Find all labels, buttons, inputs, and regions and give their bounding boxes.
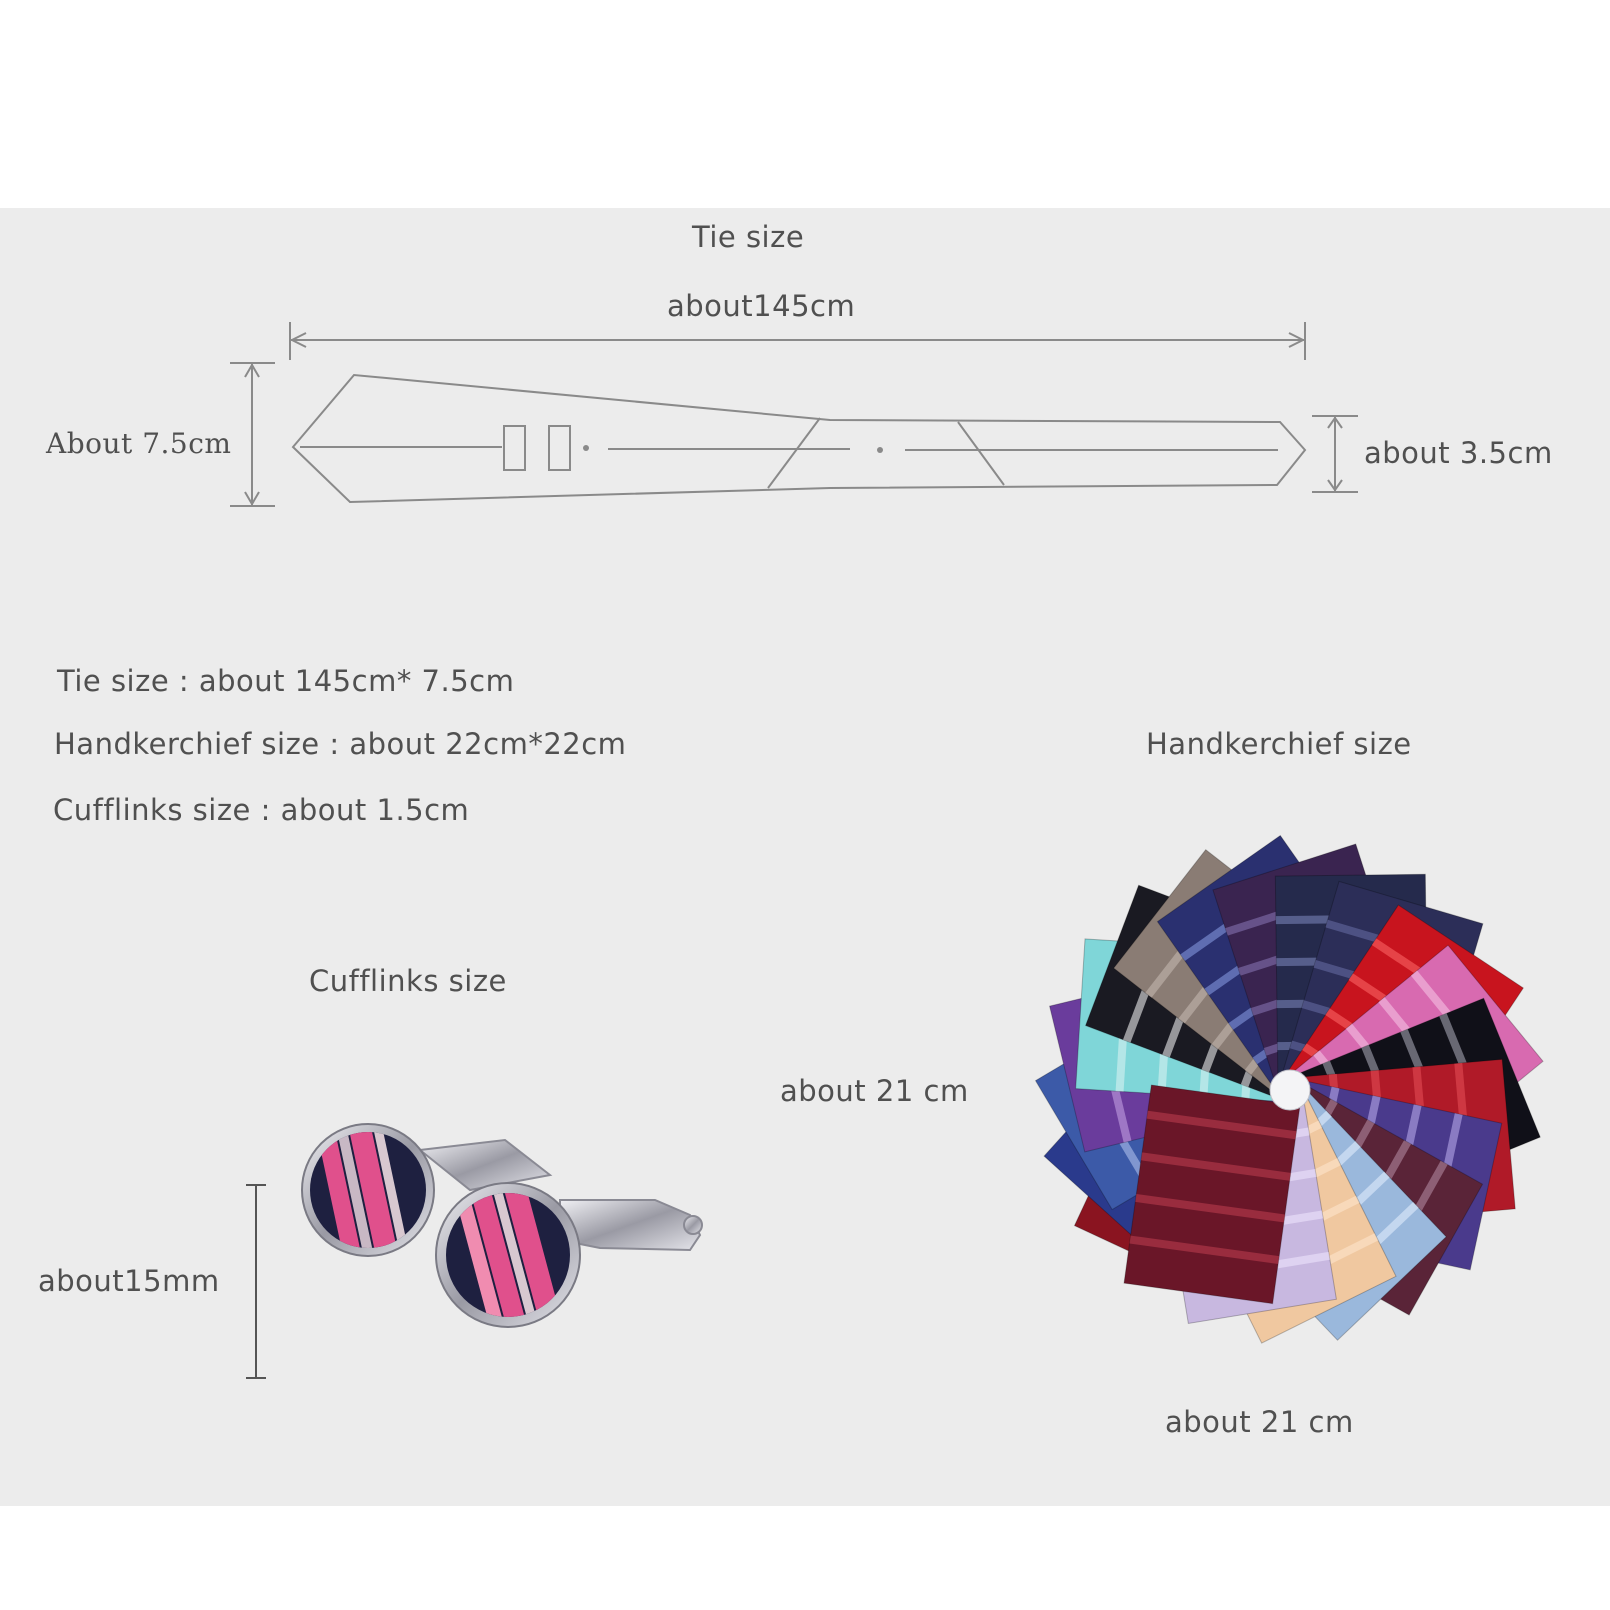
tie-title: Tie size <box>692 220 805 254</box>
tie-length-label: about145cm <box>667 289 856 323</box>
tie-outline <box>291 373 1307 504</box>
handkerchief-square <box>1123 1084 1301 1305</box>
handkerchief-bottom-label: about 21 cm <box>1165 1405 1354 1439</box>
handkerchief-title: Handkerchief size <box>1146 727 1412 761</box>
cufflinks-title: Cufflinks size <box>309 964 507 998</box>
spec-handkerchief: Handkerchief size : about 22cm*22cm <box>54 727 627 761</box>
spec-tie: Tie size : about 145cm* 7.5cm <box>57 664 515 698</box>
tie-width-label: About 7.5cm <box>46 427 232 460</box>
tie-label-tag <box>548 425 571 471</box>
tie-label-tag <box>503 425 526 471</box>
tie-tip-label: about 3.5cm <box>1364 436 1553 470</box>
handkerchief-side-label: about 21 cm <box>780 1074 969 1108</box>
cufflink-height-label: about15mm <box>38 1264 220 1298</box>
spec-cufflinks: Cufflinks size : about 1.5cm <box>53 793 470 827</box>
